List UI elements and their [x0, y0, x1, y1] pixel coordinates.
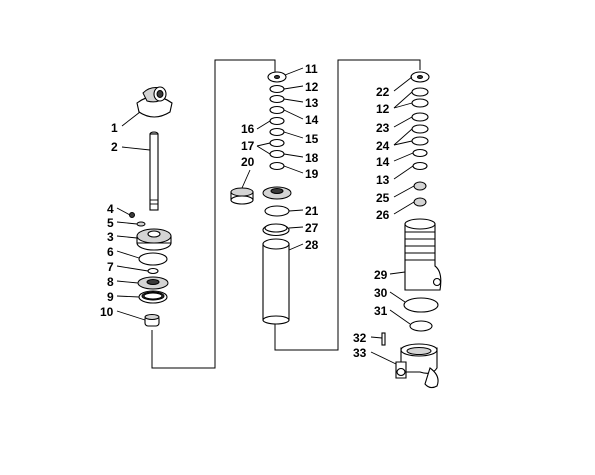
piston-part-19	[262, 186, 292, 200]
callout-28: 28	[305, 238, 319, 252]
callout-33: 33	[353, 346, 367, 360]
callout-3: 3	[107, 230, 114, 244]
callout-18: 18	[305, 151, 319, 165]
shaft-eye-part	[136, 86, 173, 118]
washer-part-7	[147, 267, 159, 275]
oring-part-21	[264, 205, 290, 217]
callout-13b: 13	[376, 173, 390, 187]
piston-part-8	[137, 276, 169, 290]
callout-4: 4	[107, 202, 114, 216]
callout-29: 29	[374, 268, 388, 282]
callout-31: 31	[374, 304, 388, 318]
callout-25: 25	[376, 191, 390, 205]
callout-15: 15	[305, 132, 319, 146]
callout-5: 5	[107, 216, 114, 230]
oring-part-6	[138, 252, 168, 266]
pin-part-32	[381, 332, 386, 346]
nut-part-26	[413, 197, 427, 207]
ring-part-27	[262, 223, 290, 237]
callout-12b: 12	[376, 102, 390, 116]
right-stack-washers	[410, 71, 430, 171]
callout-19: 19	[305, 167, 319, 181]
callout-22: 22	[376, 85, 390, 99]
valve-body-part-3	[136, 228, 172, 251]
end-cap-part-33	[395, 343, 439, 389]
nut-part-4	[129, 212, 135, 218]
callout-10: 10	[100, 305, 114, 319]
shaft-part	[149, 131, 159, 211]
callout-11: 11	[305, 62, 318, 76]
callout-27: 27	[305, 221, 319, 235]
callout-16: 16	[241, 122, 255, 136]
callout-32: 32	[353, 331, 367, 345]
callout-7: 7	[107, 260, 114, 274]
cap-part-20	[230, 187, 254, 205]
ring-part-9	[138, 290, 168, 304]
callout-1: 1	[111, 121, 118, 135]
callout-13: 13	[305, 96, 319, 110]
callout-30: 30	[374, 286, 388, 300]
reservoir-body-part-29	[404, 218, 442, 291]
callout-6: 6	[107, 245, 114, 259]
callout-20: 20	[241, 155, 255, 169]
callout-26: 26	[376, 208, 390, 222]
leader-lines	[116, 67, 415, 365]
washer-part-5	[136, 221, 146, 227]
callout-21: 21	[305, 204, 319, 218]
callout-14b: 14	[376, 155, 390, 169]
callout-2: 2	[111, 140, 118, 154]
oring-part-31	[409, 320, 433, 332]
cylinder-tube-part-28	[262, 238, 290, 325]
assembly-connector-lines	[151, 59, 421, 369]
callout-23: 23	[376, 121, 390, 135]
callout-9: 9	[107, 290, 114, 304]
callout-8: 8	[107, 275, 114, 289]
callout-labels: 1 2 4 5 3 6 7 8 9 10 11 12 13 14 15 16 1…	[100, 62, 390, 360]
oring-part-30	[403, 297, 439, 313]
middle-stack-washers	[267, 71, 287, 171]
bushing-part-10	[144, 314, 160, 327]
nut-part-25	[413, 181, 427, 191]
callout-12: 12	[305, 80, 319, 94]
callout-14: 14	[305, 113, 319, 127]
callout-17: 17	[241, 139, 255, 153]
callout-24: 24	[376, 139, 390, 153]
